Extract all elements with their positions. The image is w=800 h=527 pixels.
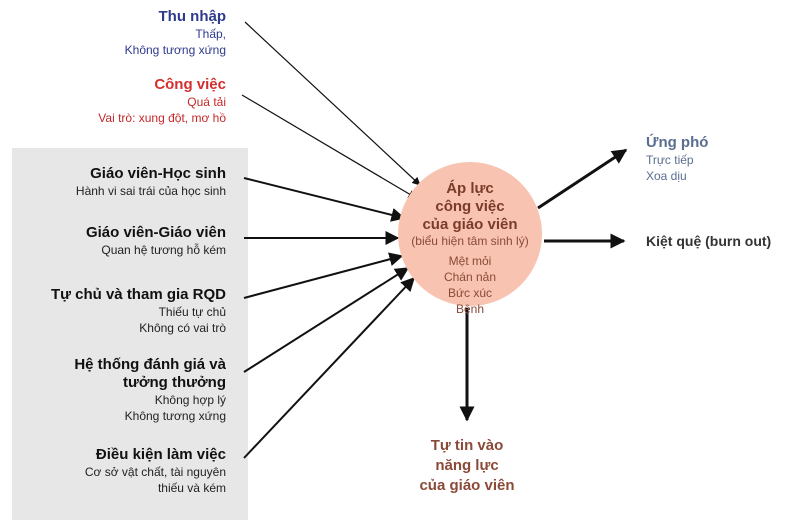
factor-title: Tự chủ và tham gia RQD — [50, 286, 226, 303]
arrow-conditions — [243, 276, 415, 459]
arrow-income — [244, 21, 421, 186]
factor-detail: Cơ sở vật chất, tài nguyên — [84, 465, 226, 479]
factor-teacher-teacher: Giáo viên-Giáo viên Quan hệ tương hỗ kém — [86, 224, 226, 258]
factor-detail: Hành vi sai trái của học sinh — [75, 184, 226, 198]
confidence-line: năng lực — [435, 457, 499, 474]
center-stress-circle: Áp lực công việc của giáo viên (biểu hiệ… — [398, 162, 542, 316]
symptom-list: Mệt mỏi Chán nản Bức xúc Bệnh — [398, 253, 542, 317]
factor-detail: Quan hệ tương hỗ kém — [101, 243, 226, 257]
symptom: Mệt mỏi — [448, 254, 492, 268]
confidence-line: Tự tin vào — [430, 437, 504, 454]
arrow-evaluation — [243, 267, 410, 373]
factor-title: Giáo viên-Học sinh — [90, 165, 226, 182]
factor-income: Thu nhập Thấp, Không tương xứng — [125, 8, 226, 58]
arrow-coping — [537, 148, 628, 210]
coping-title: Ứng phó — [646, 134, 709, 151]
factor-detail: Vai trò: xung đột, mơ hồ — [98, 111, 226, 125]
factor-title: Công việc — [154, 76, 226, 93]
symptom: Chán nản — [443, 270, 497, 284]
confidence-line: của giáo viên — [419, 477, 515, 494]
factor-detail: Quá tải — [187, 95, 226, 109]
factor-evaluation: Hệ thống đánh giá và tưởng thưởng Không … — [74, 356, 226, 424]
factor-detail: thiếu và kém — [157, 481, 226, 495]
factor-title: Thu nhập — [158, 8, 227, 25]
factor-title: Hệ thống đánh giá và — [74, 356, 226, 373]
factor-detail: Thiếu tự chủ — [158, 305, 226, 319]
factor-detail: Không tương xứng — [124, 409, 226, 423]
center-subtitle: (biểu hiện tâm sinh lý) — [411, 234, 529, 248]
factor-work: Công việc Quá tải Vai trò: xung đột, mơ … — [98, 76, 226, 126]
center-title: của giáo viên — [422, 216, 518, 233]
coping-item: Trực tiếp — [646, 153, 694, 167]
outcome-coping: Ứng phó Trực tiếp Xoa dịu — [646, 134, 708, 184]
center-title: Áp lực — [446, 180, 494, 197]
factor-title-line2: tưởng thưởng — [122, 374, 226, 391]
school-factors-panel — [12, 148, 248, 520]
outcome-confidence: Tự tin vào năng lực của giáo viên — [407, 436, 527, 496]
symptom: Bức xúc — [447, 286, 493, 300]
center-title: công việc — [435, 198, 505, 215]
factor-autonomy: Tự chủ và tham gia RQD Thiếu tự chủ Khôn… — [51, 286, 226, 336]
outcome-burnout: Kiệt quệ (burn out) — [646, 233, 772, 249]
factor-title: Điều kiện làm việc — [95, 446, 226, 463]
factor-detail: Không có vai trò — [139, 321, 226, 335]
coping-item: Xoa dịu — [646, 169, 687, 183]
arrow-autonomy — [243, 252, 404, 299]
factor-detail: Không tương xứng — [124, 43, 226, 57]
arrow-teacher-student — [243, 177, 406, 222]
factor-teacher-student: Giáo viên-Học sinh Hành vi sai trái của … — [76, 165, 226, 199]
factor-detail: Thấp, — [195, 27, 226, 41]
factor-conditions: Điều kiện làm việc Cơ sở vật chất, tài n… — [85, 446, 226, 496]
factor-title: Giáo viên-Giáo viên — [85, 224, 226, 241]
factor-detail: Không hợp lý — [154, 393, 226, 407]
symptom: Bệnh — [455, 302, 485, 316]
arrow-work — [241, 94, 417, 199]
